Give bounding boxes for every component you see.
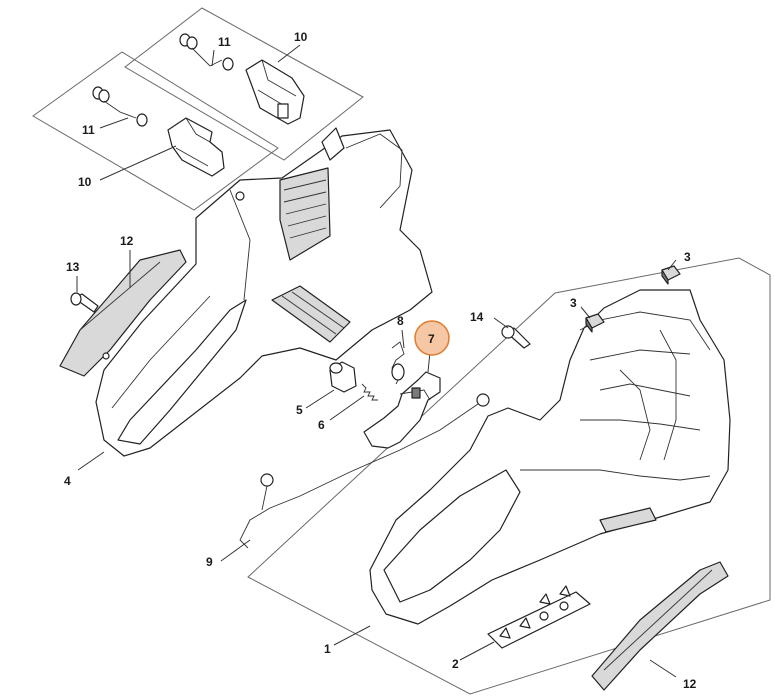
label-11-lower: 11 (82, 123, 95, 137)
damper-3-upper (661, 265, 681, 285)
label-5: 5 (296, 403, 303, 417)
label-7: 7 (428, 332, 435, 346)
cable-9 (239, 393, 490, 549)
label-11-upper: 11 (218, 35, 231, 49)
label-9: 9 (206, 555, 213, 569)
label-12-right: 12 (683, 677, 697, 691)
label-14: 14 (470, 310, 484, 324)
torsion-spring-8 (391, 341, 405, 385)
label-10-upper: 10 (294, 30, 308, 44)
spring-11-upper (179, 33, 234, 71)
spring-11-lower (92, 86, 148, 127)
label-3-lower: 3 (570, 296, 577, 310)
sleeve-5 (329, 361, 357, 393)
label-1: 1 (324, 642, 331, 656)
rail-12-right (591, 561, 729, 691)
label-12-left: 12 (120, 234, 134, 248)
damper-3-lower (585, 313, 605, 333)
label-6: 6 (318, 418, 325, 432)
label-2: 2 (452, 657, 459, 671)
highlight-marker-7 (414, 320, 450, 356)
leader-lines (76, 44, 677, 678)
latch-10-upper (245, 59, 305, 125)
handle-housing-4 (95, 127, 433, 457)
rail-12-left (59, 249, 187, 377)
warning-label-2 (487, 585, 591, 649)
label-4: 4 (64, 474, 71, 488)
screw-13 (70, 292, 99, 313)
group-box-lower (32, 51, 279, 211)
part-labels: 11 10 11 10 12 13 4 5 6 8 7 14 9 1 2 3 3… (64, 30, 697, 691)
label-13: 13 (66, 260, 80, 274)
rear-housing-1 (369, 289, 731, 625)
label-10-lower: 10 (78, 175, 92, 189)
lever-7 (363, 371, 441, 449)
label-8: 8 (397, 314, 404, 328)
spring-6 (361, 383, 378, 401)
latch-10-lower (167, 117, 225, 177)
screw-14 (501, 325, 531, 349)
label-3-upper: 3 (684, 250, 691, 264)
group-box-upper (124, 7, 364, 161)
group-box-housing (247, 257, 771, 695)
